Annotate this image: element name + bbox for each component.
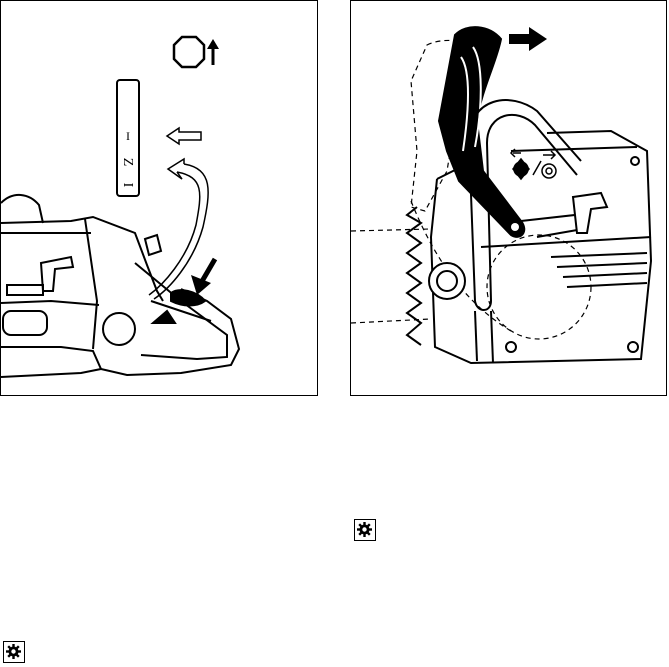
outline-left-arrow-icon: [167, 128, 201, 144]
press-arrow-icon: [191, 259, 215, 295]
chainsaw-body: [407, 131, 651, 363]
gear-icon: [3, 641, 25, 663]
switch-label-i-bottom: I: [120, 183, 135, 188]
curved-outline-arrow-icon: [149, 159, 208, 299]
switch-position-label: I Z I: [117, 80, 139, 196]
chainsaw-side-illustration: I Z I: [1, 1, 317, 395]
octagon-stop-arrow-icon: [174, 37, 219, 67]
choke-lever: [439, 27, 524, 237]
chainsaw-top-illustration: [351, 1, 666, 395]
gear-icon: [354, 519, 376, 541]
figure-stop-switch: I Z I: [0, 0, 318, 396]
switch-label-z: Z: [120, 158, 135, 167]
switch-label-i-top: I: [126, 129, 130, 143]
choke-icon: [511, 149, 556, 179]
push-right-arrow-icon: [509, 27, 547, 51]
figure-choke-lever: [350, 0, 667, 396]
